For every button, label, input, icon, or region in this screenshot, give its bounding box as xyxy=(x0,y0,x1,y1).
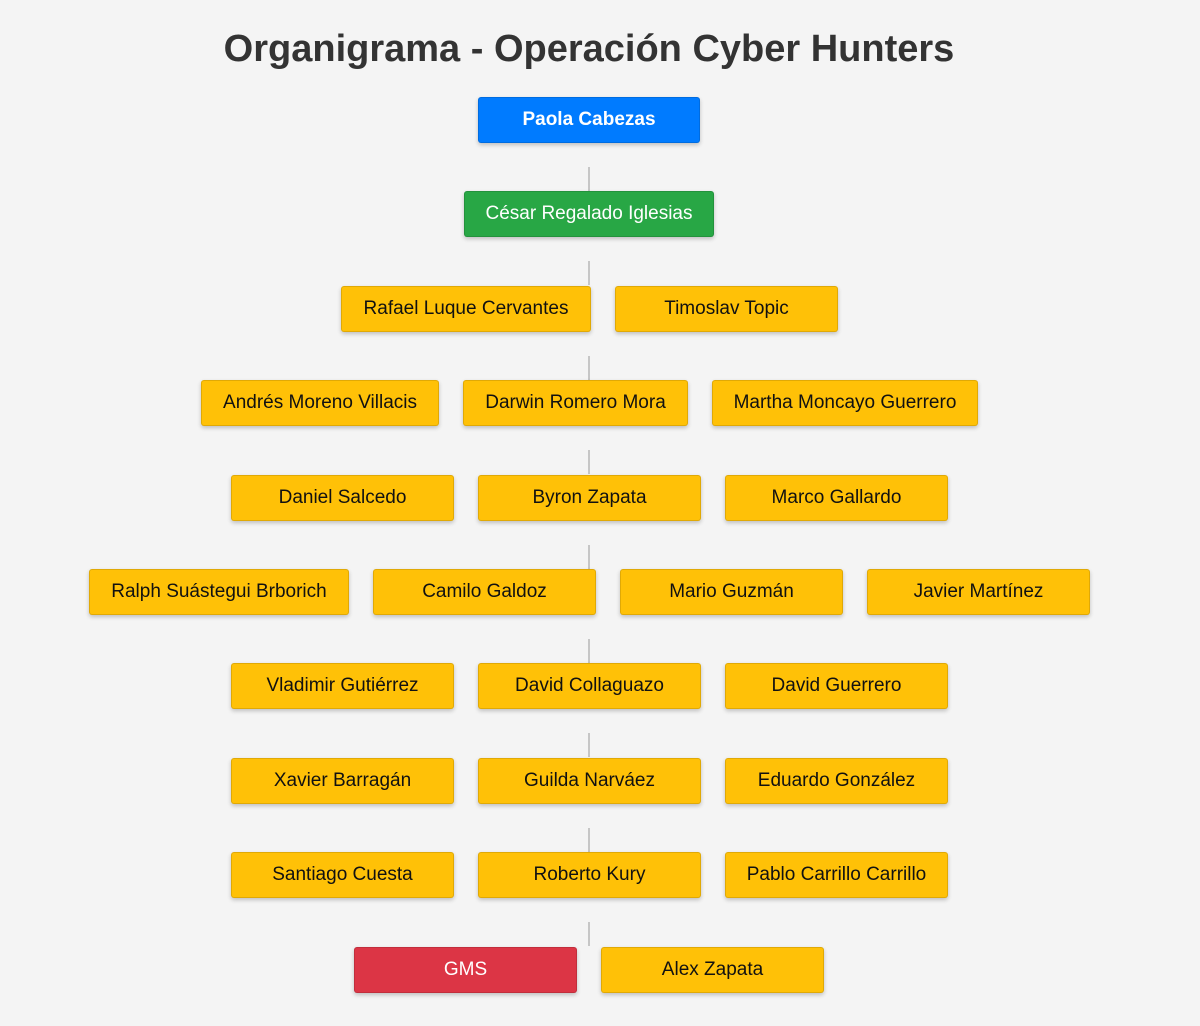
org-node: Camilo Galdoz xyxy=(373,569,596,615)
org-node: Javier Martínez xyxy=(867,569,1090,615)
connector-line xyxy=(588,733,590,757)
connector-line xyxy=(588,922,590,946)
connector-line xyxy=(588,261,590,285)
org-node: Marco Gallardo xyxy=(725,475,948,521)
org-node: David Collaguazo xyxy=(478,663,701,709)
org-node: Darwin Romero Mora xyxy=(463,380,688,426)
connector-line xyxy=(588,828,590,852)
org-node: Paola Cabezas xyxy=(478,97,700,143)
org-node: Andrés Moreno Villacis xyxy=(201,380,439,426)
org-node: Alex Zapata xyxy=(601,947,824,993)
org-node: Rafael Luque Cervantes xyxy=(341,286,591,332)
org-node: Guilda Narváez xyxy=(478,758,701,804)
org-node: Santiago Cuesta xyxy=(231,852,454,898)
org-node: Xavier Barragán xyxy=(231,758,454,804)
org-node: David Guerrero xyxy=(725,663,948,709)
connector-line xyxy=(588,167,590,191)
org-node: Timoslav Topic xyxy=(615,286,838,332)
org-node: Roberto Kury xyxy=(478,852,701,898)
connector-line xyxy=(588,545,590,569)
org-node: Daniel Salcedo xyxy=(231,475,454,521)
org-node: Mario Guzmán xyxy=(620,569,843,615)
org-node: Martha Moncayo Guerrero xyxy=(712,380,978,426)
org-node: GMS xyxy=(354,947,577,993)
org-node: Vladimir Gutiérrez xyxy=(231,663,454,709)
org-node: Ralph Suástegui Brborich xyxy=(89,569,349,615)
connector-line xyxy=(588,356,590,380)
org-node: Eduardo González xyxy=(725,758,948,804)
connector-line xyxy=(588,639,590,663)
org-node: Pablo Carrillo Carrillo xyxy=(725,852,948,898)
connector-line xyxy=(588,450,590,474)
org-node: César Regalado Iglesias xyxy=(464,191,714,237)
org-node: Byron Zapata xyxy=(478,475,701,521)
chart-title: Organigrama - Operación Cyber Hunters xyxy=(223,28,955,70)
